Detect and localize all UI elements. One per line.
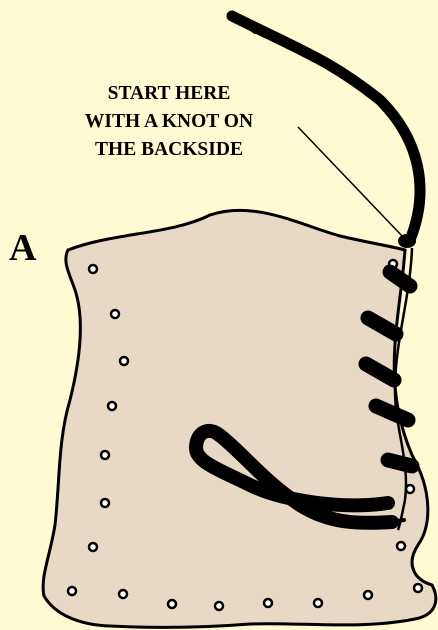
lacing-hole [168,600,176,608]
lacing-hole [101,499,109,507]
lacing-hole [108,402,116,410]
lacing-hole [314,599,322,607]
step-letter: A [9,226,36,270]
callout-line-2: WITH A KNOT ON [50,108,288,136]
lacing-hole [119,590,127,598]
leather-piece [43,210,436,627]
lacing-hole [414,584,422,592]
lacing-hole [264,599,272,607]
callout-leader-line [298,127,404,238]
lacing-hole [89,265,97,273]
callout-line-3: THE BACKSIDE [50,136,288,164]
lacing-hole [68,587,76,595]
callout-text: START HERE WITH A KNOT ON THE BACKSIDE [50,80,288,164]
lacing-hole [397,542,405,550]
lacing-hole [89,543,97,551]
lacing-hole [101,451,109,459]
lace-through-hole [388,520,404,522]
knot [398,234,416,248]
lacing-hole [111,310,119,318]
lacing-hole [364,591,372,599]
whip-stitch [388,460,412,466]
lacing-hole [120,357,128,365]
callout-line-1: START HERE [50,80,288,108]
lacing-hole [215,602,223,610]
